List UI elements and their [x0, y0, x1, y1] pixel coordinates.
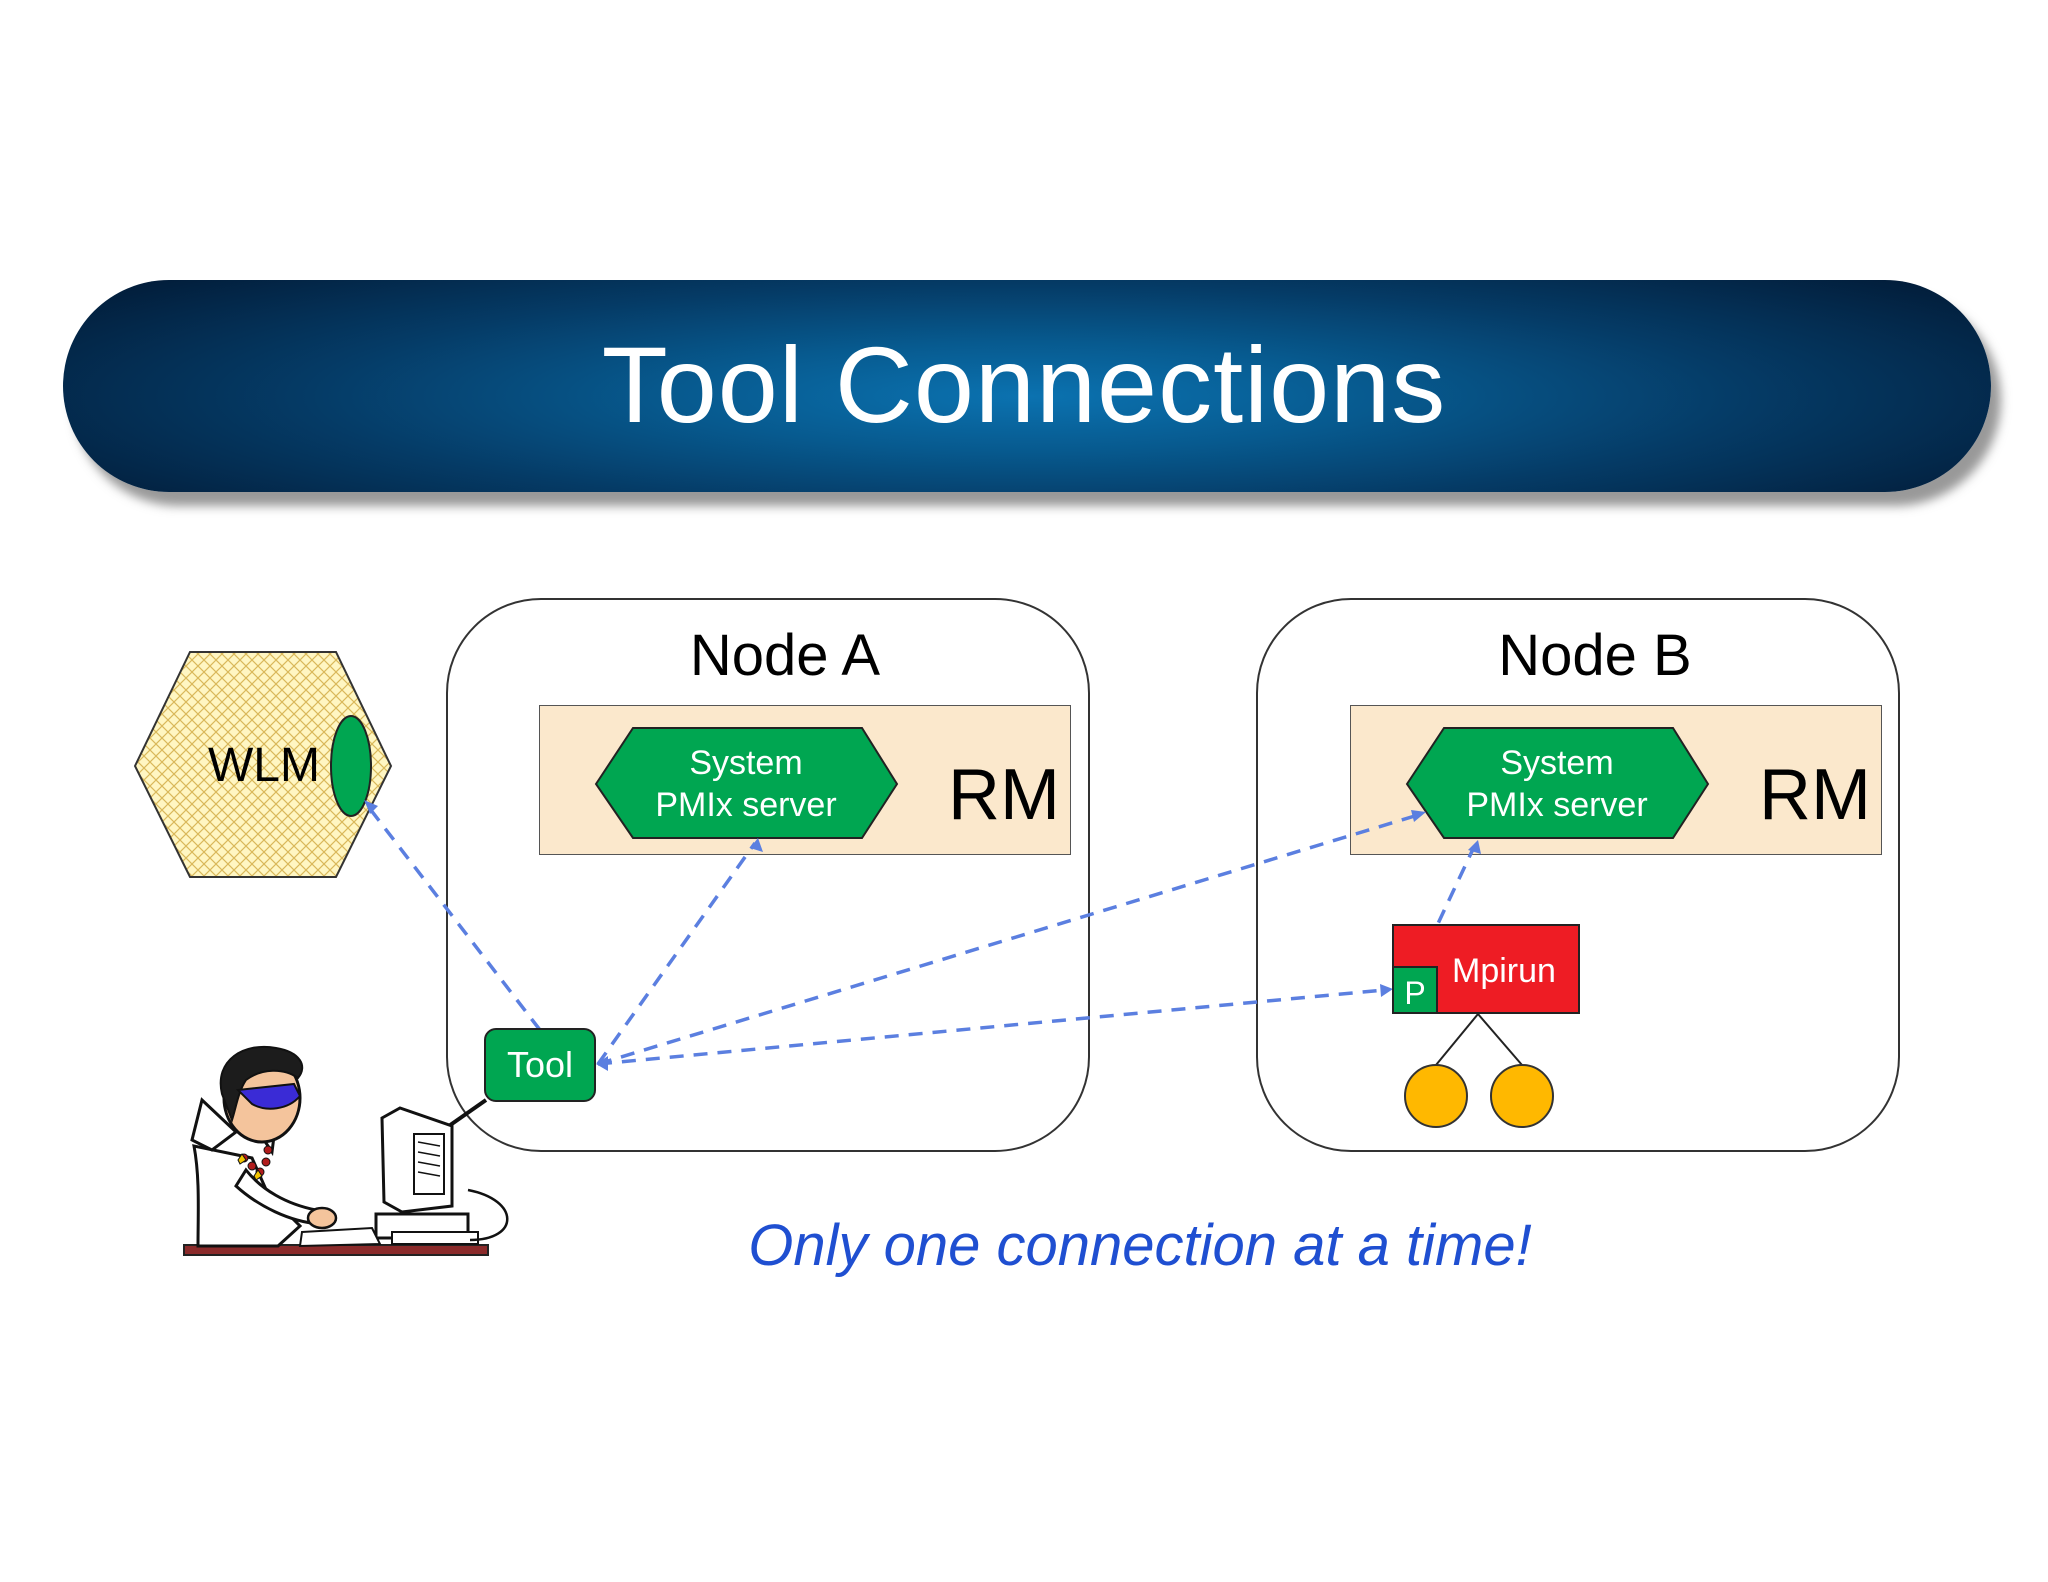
tool-to-computer-link	[444, 1098, 488, 1130]
process-tree-branch-left	[1435, 1013, 1479, 1066]
node-b-label: Node B	[1498, 623, 1692, 688]
node-b-pmix-line1: System	[1500, 744, 1614, 782]
arrowhead-node-b-from-mpirun	[1468, 840, 1481, 854]
connection-tool-node-a-server	[596, 841, 757, 1066]
node-a-pmix-line1: System	[689, 744, 803, 782]
connection-mpirun-node-b-server	[1416, 846, 1476, 967]
arrowhead-node-b	[1411, 810, 1426, 822]
arrowhead-wlm	[364, 800, 378, 814]
mpirun-label: Mpirun	[1452, 952, 1556, 990]
caption-text: Only one connection at a time!	[748, 1213, 1532, 1278]
process-circle	[1490, 1064, 1554, 1128]
user-at-computer-illustration	[183, 1045, 509, 1256]
mpirun-pmix-port: P	[1392, 966, 1438, 1014]
arrowhead-node-a	[750, 838, 763, 852]
node-a-pmix-line2: PMIx server	[655, 786, 837, 824]
wlm-port-ellipse	[330, 715, 372, 817]
title-banner	[63, 280, 1991, 492]
node-b-pmix-server-label: System PMIx server	[1437, 742, 1677, 826]
node-b-rm-label: RM	[1759, 755, 1871, 835]
slide-title: Tool Connections	[601, 324, 1447, 445]
tool-box: Tool	[484, 1028, 596, 1102]
wlm-label: WLM	[208, 739, 320, 792]
node-b-box	[1256, 598, 1900, 1152]
arrowhead-tool	[596, 1056, 608, 1071]
node-a-rm-label: RM	[948, 755, 1060, 835]
node-b-pmix-line2: PMIx server	[1466, 786, 1648, 824]
node-a-label: Node A	[689, 623, 881, 688]
connection-tool-wlm	[365, 803, 542, 1032]
process-tree-branch-right	[1477, 1013, 1523, 1066]
node-b-pmix-server	[1405, 727, 1710, 839]
node-a-pmix-server-label: System PMIx server	[626, 742, 866, 826]
node-a-pmix-server	[594, 727, 899, 839]
arrowhead-mpirun	[1380, 984, 1393, 997]
wlm-hexagon	[133, 651, 393, 878]
process-circle	[1404, 1064, 1468, 1128]
connection-tool-mpirun	[597, 988, 1385, 1066]
